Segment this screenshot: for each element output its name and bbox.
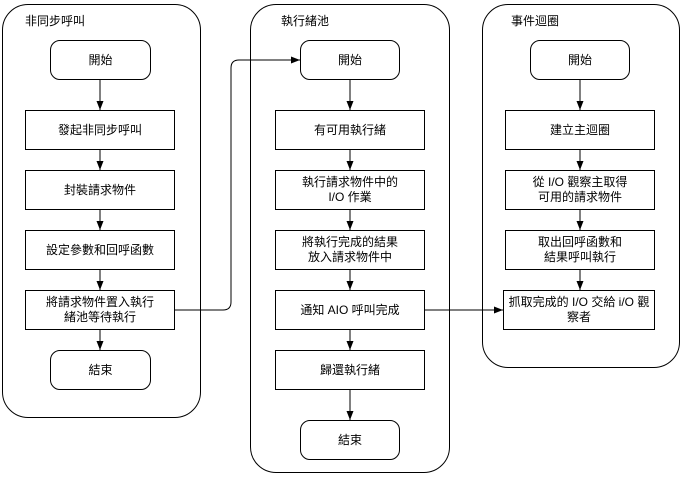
node-pool-start[interactable]: 開始: [300, 40, 400, 80]
node-label: 發起非同步呼叫: [57, 122, 142, 137]
node-loop-create-main-loop[interactable]: 建立主迴圈: [505, 110, 655, 150]
node-label: 設定參數和回呼函數: [45, 242, 154, 257]
node-async-enqueue-threadpool[interactable]: 將請求物件置入執行 緒池等待執行: [25, 290, 175, 330]
lane-title-event-loop: 事件迴圈: [511, 14, 560, 28]
node-loop-start[interactable]: 開始: [530, 40, 630, 80]
node-label: 封裝請求物件: [63, 182, 136, 197]
lane-title-thread-pool: 執行緒池: [281, 14, 330, 28]
node-pool-store-result[interactable]: 將執行完成的結果 放入請求物件中: [275, 230, 425, 270]
node-label: 有可用執行緒: [313, 122, 386, 137]
node-loop-exec-callback[interactable]: 取出回呼函數和 結果呼叫執行: [505, 230, 655, 270]
node-label: 從 I/O 觀察主取得 可用的請求物件: [532, 175, 628, 204]
node-pool-notify-aio-done[interactable]: 通知 AIO 呼叫完成: [275, 290, 425, 330]
node-async-wrap-request[interactable]: 封裝請求物件: [25, 170, 175, 210]
node-async-end[interactable]: 結束: [50, 350, 151, 390]
node-label: 結束: [337, 432, 362, 447]
node-pool-exec-io[interactable]: 執行請求物件中的 I/O 作業: [275, 170, 425, 210]
node-label: 將執行完成的結果 放入請求物件中: [301, 235, 398, 264]
lane-event-loop[interactable]: 事件迴圈: [482, 4, 680, 368]
node-pool-return-thread[interactable]: 歸還執行緒: [275, 350, 425, 390]
node-label: 將請求物件置入執行 緒池等待執行: [45, 295, 154, 324]
node-label: 建立主迴圈: [549, 122, 610, 137]
node-label: 開始: [567, 52, 592, 67]
node-label: 抓取完成的 I/O 交給 i/O 觀 察者: [508, 295, 650, 324]
node-loop-handoff-io-watcher[interactable]: 抓取完成的 I/O 交給 i/O 觀 察者: [503, 290, 655, 330]
node-pool-available-thread[interactable]: 有可用執行緒: [275, 110, 425, 150]
node-label: 開始: [337, 52, 362, 67]
lane-title-async-call: 非同步呼叫: [25, 14, 86, 28]
node-pool-end[interactable]: 結束: [300, 420, 400, 460]
node-label: 結束: [88, 362, 113, 377]
node-label: 取出回呼函數和 結果呼叫執行: [537, 235, 622, 264]
node-loop-get-request-from-watcher[interactable]: 從 I/O 觀察主取得 可用的請求物件: [505, 170, 655, 210]
node-label: 執行請求物件中的 I/O 作業: [301, 175, 398, 204]
node-async-initiate-call[interactable]: 發起非同步呼叫: [25, 110, 175, 150]
node-label: 歸還執行緒: [319, 362, 380, 377]
node-label: 開始: [88, 52, 113, 67]
node-async-start[interactable]: 開始: [50, 40, 151, 80]
node-async-set-params-callback[interactable]: 設定參數和回呼函數: [25, 230, 175, 270]
node-label: 通知 AIO 呼叫完成: [300, 302, 400, 317]
